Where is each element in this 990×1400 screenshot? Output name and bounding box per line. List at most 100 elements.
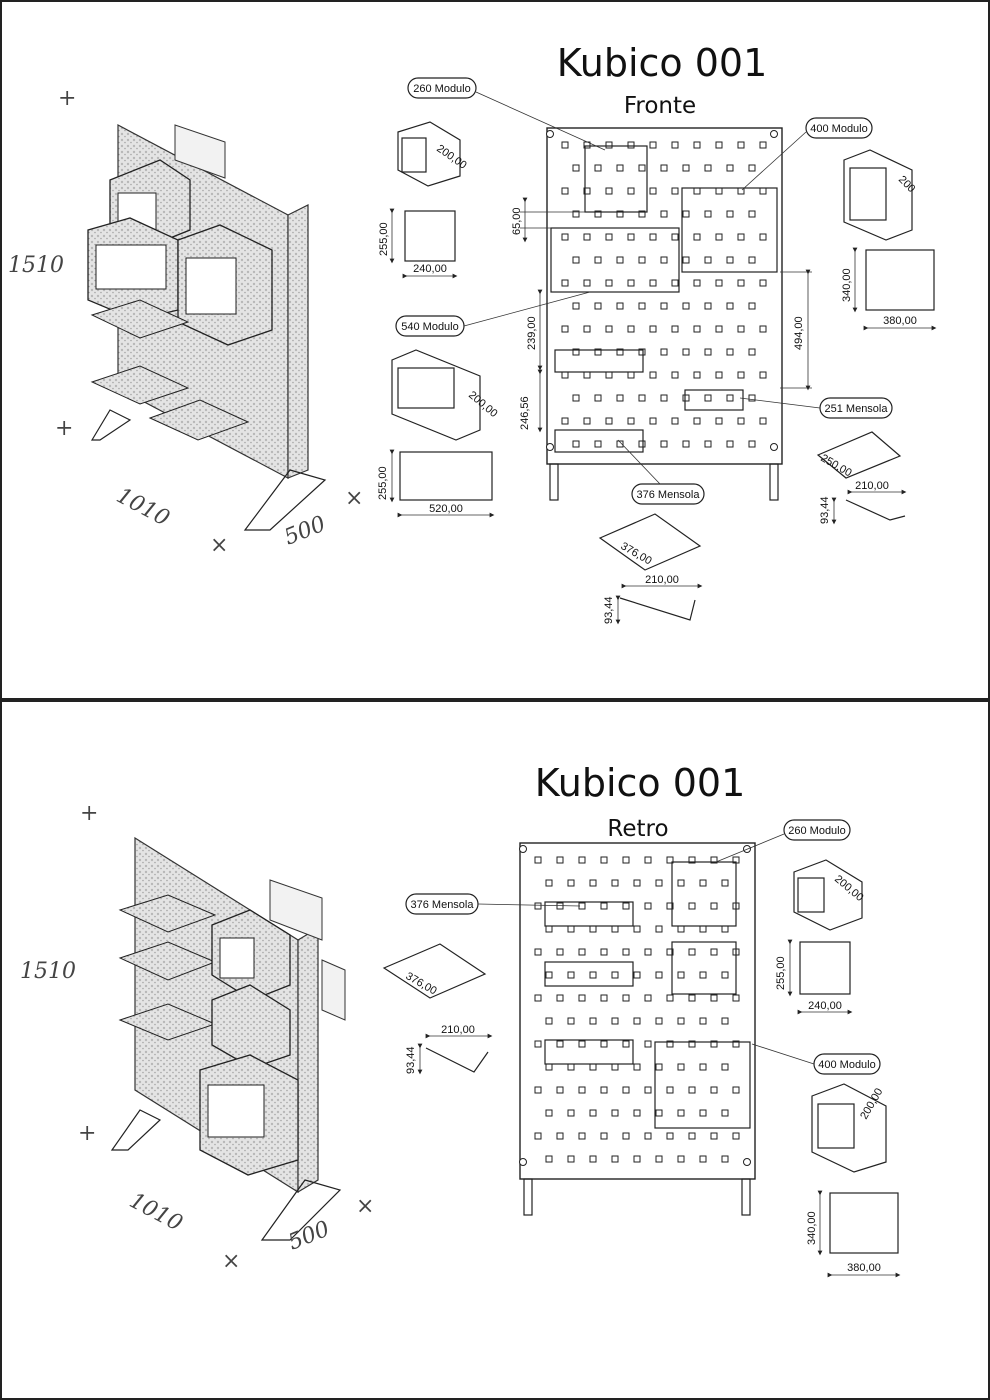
front-hole <box>627 371 635 379</box>
iso-cube-b3-open <box>207 1084 265 1138</box>
back-hole <box>545 879 553 887</box>
front-sketch-cross-3: × <box>210 533 228 558</box>
back-hole <box>589 879 597 887</box>
front-hole <box>649 233 657 241</box>
back-hole <box>578 994 586 1002</box>
back-hole <box>600 994 608 1002</box>
front-shelf-3 <box>554 429 644 453</box>
front-hole <box>616 210 624 218</box>
back-detail-400: 200,00 340,00 380,00 <box>806 1083 901 1278</box>
front-hole <box>693 233 701 241</box>
back-hole <box>611 1109 619 1117</box>
back-subtitle: Retro <box>607 816 668 842</box>
front-peg <box>546 443 554 451</box>
back-sketch-cross-3: × <box>222 1249 240 1274</box>
front-leg-right <box>769 463 779 501</box>
front-hole <box>671 325 679 333</box>
front-hole <box>726 440 734 448</box>
dim-239: 239,00 <box>526 316 538 350</box>
front-hole <box>594 302 602 310</box>
front-hole <box>583 417 591 425</box>
front-sketch-cross-4: × <box>345 486 363 511</box>
back-hole <box>600 1132 608 1140</box>
back-hole <box>556 948 564 956</box>
back-hole <box>688 1132 696 1140</box>
front-hole <box>737 279 745 287</box>
back-hole <box>710 856 718 864</box>
back-hole <box>611 971 619 979</box>
back-sketch-cross-2: + <box>78 1121 96 1146</box>
back-hole <box>655 1063 663 1071</box>
back-hole <box>721 925 729 933</box>
front-hole <box>759 279 767 287</box>
back-hole <box>611 879 619 887</box>
top-panel-frame <box>0 0 990 700</box>
front-hole <box>759 233 767 241</box>
front-hole <box>693 279 701 287</box>
back-hole <box>622 994 630 1002</box>
front-hole <box>616 348 624 356</box>
back-hole <box>578 948 586 956</box>
callout-376-mensola: 376 Mensola <box>637 489 701 501</box>
back-hole <box>666 856 674 864</box>
front-hole <box>726 302 734 310</box>
front-hole <box>715 187 723 195</box>
front-hole <box>737 325 745 333</box>
back-hole <box>567 1109 575 1117</box>
back-hole <box>567 971 575 979</box>
front-detail-shelf376: 376,00 210,00 93,44 <box>598 513 703 625</box>
front-mod260 <box>584 145 648 213</box>
back-elevation <box>519 842 756 1216</box>
back-hole <box>644 1040 652 1048</box>
front-hole <box>561 141 569 149</box>
front-hole <box>594 394 602 402</box>
back-hole <box>677 1063 685 1071</box>
back-hole <box>633 1063 641 1071</box>
front-mod540 <box>550 227 680 293</box>
front-hole <box>748 210 756 218</box>
dim-260-w: 240,00 <box>413 263 447 275</box>
front-hole <box>627 141 635 149</box>
front-iso-sketch: 1510 1010 500 + + × × <box>8 86 363 558</box>
front-sketch-width: 1010 <box>112 483 173 531</box>
front-hole <box>715 233 723 241</box>
callout-back-260-modulo: 260 Modulo <box>788 825 846 837</box>
dim-540-depth: 200,00 <box>466 389 499 420</box>
back-hole <box>699 1109 707 1117</box>
back-hole <box>600 948 608 956</box>
back-hole <box>578 1040 586 1048</box>
front-hole <box>605 279 613 287</box>
back-hole <box>556 994 564 1002</box>
front-hole <box>748 440 756 448</box>
back-hole <box>710 902 718 910</box>
iso-leg-left <box>90 409 132 441</box>
front-hole <box>759 417 767 425</box>
detail-540-front <box>399 451 493 501</box>
callout-260-modulo: 260 Modulo <box>413 83 471 95</box>
front-sketch-height: 1510 <box>8 253 64 278</box>
back-hole <box>721 1155 729 1163</box>
iso-shelf-3 <box>148 399 250 441</box>
back-hole <box>732 1132 740 1140</box>
front-board <box>546 127 783 465</box>
front-hole <box>594 256 602 264</box>
back-hole <box>644 902 652 910</box>
back-hole <box>534 1086 542 1094</box>
back-sketch-depth: 500 <box>285 1217 333 1256</box>
front-hole <box>759 371 767 379</box>
front-hole <box>748 164 756 172</box>
front-hole <box>715 279 723 287</box>
back-hole <box>666 994 674 1002</box>
dim-400-w: 380,00 <box>883 315 917 327</box>
front-mod400 <box>681 187 778 273</box>
back-hole <box>589 1063 597 1071</box>
dim-246: 246,56 <box>519 396 531 430</box>
front-hole <box>726 210 734 218</box>
detail-260-front <box>404 210 456 262</box>
front-hole <box>682 394 690 402</box>
dim-251-len: 250,00 <box>819 452 854 479</box>
iso-box-side-2 <box>321 959 346 1021</box>
back-peg <box>519 1158 527 1166</box>
front-hole <box>748 302 756 310</box>
back-hole <box>611 1017 619 1025</box>
